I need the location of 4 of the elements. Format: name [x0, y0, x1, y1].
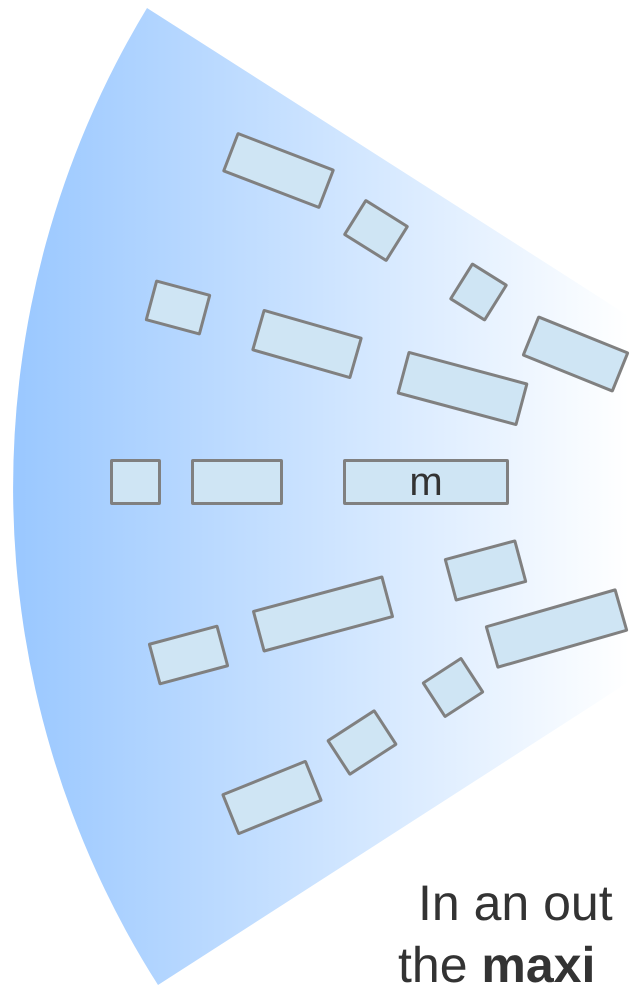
- rectangle-block: [191, 459, 283, 505]
- rectangle-block: [110, 459, 160, 505]
- note-text: In an out the maxi: [398, 874, 614, 987]
- labeled-block: m: [343, 459, 509, 505]
